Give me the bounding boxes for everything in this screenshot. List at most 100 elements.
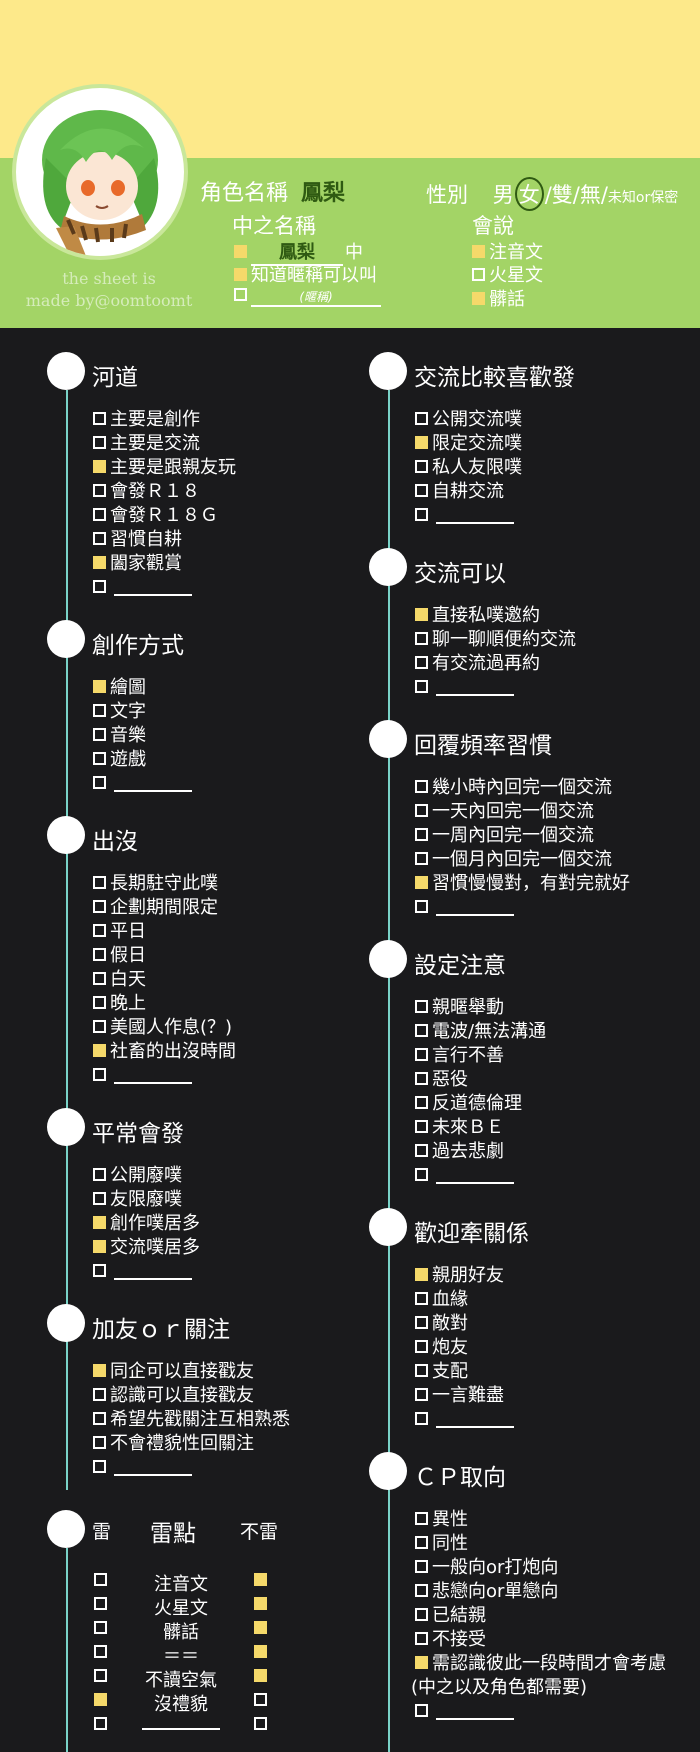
speech-row-3[interactable]: 髒話 <box>472 285 525 311</box>
checkbox[interactable] <box>415 1268 428 1281</box>
checklist-item[interactable]: 習慣自耕 <box>93 528 182 552</box>
checklist-item[interactable] <box>415 896 514 920</box>
checklist-item[interactable]: 交流噗居多 <box>93 1236 200 1260</box>
checklist-item[interactable]: 言行不善 <box>415 1044 504 1068</box>
nakano-row-2[interactable]: 知道暱稱可以叫 <box>234 261 377 287</box>
checkbox[interactable] <box>415 780 428 793</box>
thunder-yes-checkbox[interactable] <box>94 1573 107 1586</box>
gender-option-female-circled[interactable]: 女 <box>514 177 544 211</box>
checkbox[interactable] <box>93 948 106 961</box>
checklist-item[interactable]: 一個月內回完一個交流 <box>415 848 612 872</box>
checkbox[interactable] <box>93 1436 106 1449</box>
thunder-yes-checkbox[interactable] <box>94 1669 107 1682</box>
checklist-item[interactable]: 社畜的出沒時間 <box>93 1040 236 1064</box>
checklist-item[interactable]: 長期駐守此噗 <box>93 872 218 896</box>
checkbox[interactable] <box>415 656 428 669</box>
checklist-item[interactable]: 自耕交流 <box>415 480 504 504</box>
checkbox[interactable] <box>415 460 428 473</box>
checklist-item[interactable]: 美國人作息(？) <box>93 1016 232 1040</box>
checklist-item[interactable] <box>93 576 192 600</box>
gender-option-unknown[interactable]: 未知or保密 <box>607 190 679 206</box>
checkbox[interactable] <box>93 1412 106 1425</box>
checklist-item[interactable]: 親朋好友 <box>415 1264 504 1288</box>
thunder-yes-checkbox[interactable] <box>94 1693 107 1706</box>
gender-option-male[interactable]: 男 <box>492 183 514 207</box>
thunder-no-checkbox[interactable] <box>254 1573 267 1586</box>
blank-write-in-line[interactable] <box>436 1412 514 1428</box>
checklist-item[interactable]: 習慣慢慢對，有對完就好 <box>415 872 630 896</box>
checkbox[interactable] <box>415 1632 428 1645</box>
checkbox[interactable] <box>415 1536 428 1549</box>
checkbox[interactable] <box>415 1048 428 1061</box>
checkbox[interactable] <box>93 1460 106 1473</box>
checkbox[interactable] <box>415 1340 428 1353</box>
checklist-item[interactable] <box>93 1064 192 1088</box>
checklist-item[interactable]: 私人友限噗 <box>415 456 522 480</box>
checkbox[interactable] <box>93 580 106 593</box>
thunder-yes-checkbox[interactable] <box>94 1645 107 1658</box>
checklist-item[interactable]: 會發Ｒ１８ <box>93 480 200 504</box>
checkbox[interactable] <box>93 1240 106 1253</box>
checkbox[interactable] <box>93 1216 106 1229</box>
thunder-yes-checkbox[interactable] <box>94 1717 107 1730</box>
checklist-item[interactable]: 血緣 <box>415 1288 468 1312</box>
nakano-row-1[interactable]: 鳳梨中 <box>234 238 363 266</box>
checklist-item[interactable]: 異性 <box>415 1508 468 1532</box>
checkbox[interactable] <box>93 436 106 449</box>
thunder-no-checkbox[interactable] <box>254 1621 267 1634</box>
checklist-item[interactable]: 限定交流噗 <box>415 432 522 456</box>
checkbox[interactable] <box>93 1020 106 1033</box>
checkbox[interactable] <box>415 1292 428 1305</box>
checkbox[interactable] <box>93 412 106 425</box>
checkbox[interactable] <box>415 852 428 865</box>
blank-write-in-line[interactable] <box>114 580 192 596</box>
thunder-yes-checkbox[interactable] <box>94 1621 107 1634</box>
thunder-no-checkbox[interactable] <box>254 1717 267 1730</box>
checkbox[interactable] <box>415 484 428 497</box>
checklist-item[interactable]: 假日 <box>93 944 146 968</box>
checkbox[interactable] <box>93 1168 106 1181</box>
checkbox[interactable] <box>415 608 428 621</box>
checklist-item[interactable] <box>93 1456 192 1480</box>
blank-write-in-line[interactable] <box>436 680 514 696</box>
checklist-item[interactable]: 過去悲劇 <box>415 1140 504 1164</box>
speech-row-2[interactable]: 火星文 <box>472 261 543 287</box>
checklist-item[interactable]: 希望先戳關注互相熟悉 <box>93 1408 290 1432</box>
checkbox[interactable] <box>415 876 428 889</box>
checkbox[interactable] <box>415 828 428 841</box>
speech-row-3-checkbox[interactable] <box>472 292 485 305</box>
checkbox[interactable] <box>415 1608 428 1621</box>
checklist-item[interactable]: 音樂 <box>93 724 146 748</box>
checkbox[interactable] <box>93 508 106 521</box>
checkbox[interactable] <box>415 1000 428 1013</box>
blank-write-in-line[interactable] <box>114 1264 192 1280</box>
checkbox[interactable] <box>93 704 106 717</box>
checkbox[interactable] <box>93 680 106 693</box>
checkbox[interactable] <box>415 804 428 817</box>
checkbox[interactable] <box>93 972 106 985</box>
checklist-item[interactable]: 公開廢噗 <box>93 1164 182 1188</box>
checklist-item[interactable]: 惡役 <box>415 1068 468 1092</box>
checkbox[interactable] <box>415 1560 428 1573</box>
checkbox[interactable] <box>93 1388 106 1401</box>
blank-write-in-line[interactable] <box>436 508 514 524</box>
blank-write-in-line[interactable] <box>436 1704 514 1720</box>
checklist-item[interactable]: 悲戀向or單戀向 <box>415 1580 558 1604</box>
checklist-item[interactable]: 反道德倫理 <box>415 1092 522 1116</box>
checklist-item[interactable]: 電波/無法溝通 <box>415 1020 546 1044</box>
checklist-item[interactable] <box>415 1700 514 1724</box>
nakano-row-3[interactable]: (暱稱) <box>234 285 381 307</box>
checklist-item[interactable]: 支配 <box>415 1360 468 1384</box>
speech-row-2-checkbox[interactable] <box>472 268 485 281</box>
checkbox[interactable] <box>415 1096 428 1109</box>
checklist-item[interactable]: 一言難盡 <box>415 1384 504 1408</box>
checkbox[interactable] <box>415 1024 428 1037</box>
checklist-item[interactable]: 繪圖 <box>93 676 146 700</box>
checkbox[interactable] <box>93 1044 106 1057</box>
checkbox[interactable] <box>93 996 106 1009</box>
checkbox[interactable] <box>415 1584 428 1597</box>
checkbox[interactable] <box>93 1364 106 1377</box>
checklist-item[interactable]: 不會禮貌性回關注 <box>93 1432 254 1456</box>
checklist-item[interactable]: 同企可以直接戳友 <box>93 1360 254 1384</box>
checklist-item[interactable]: 平日 <box>93 920 146 944</box>
